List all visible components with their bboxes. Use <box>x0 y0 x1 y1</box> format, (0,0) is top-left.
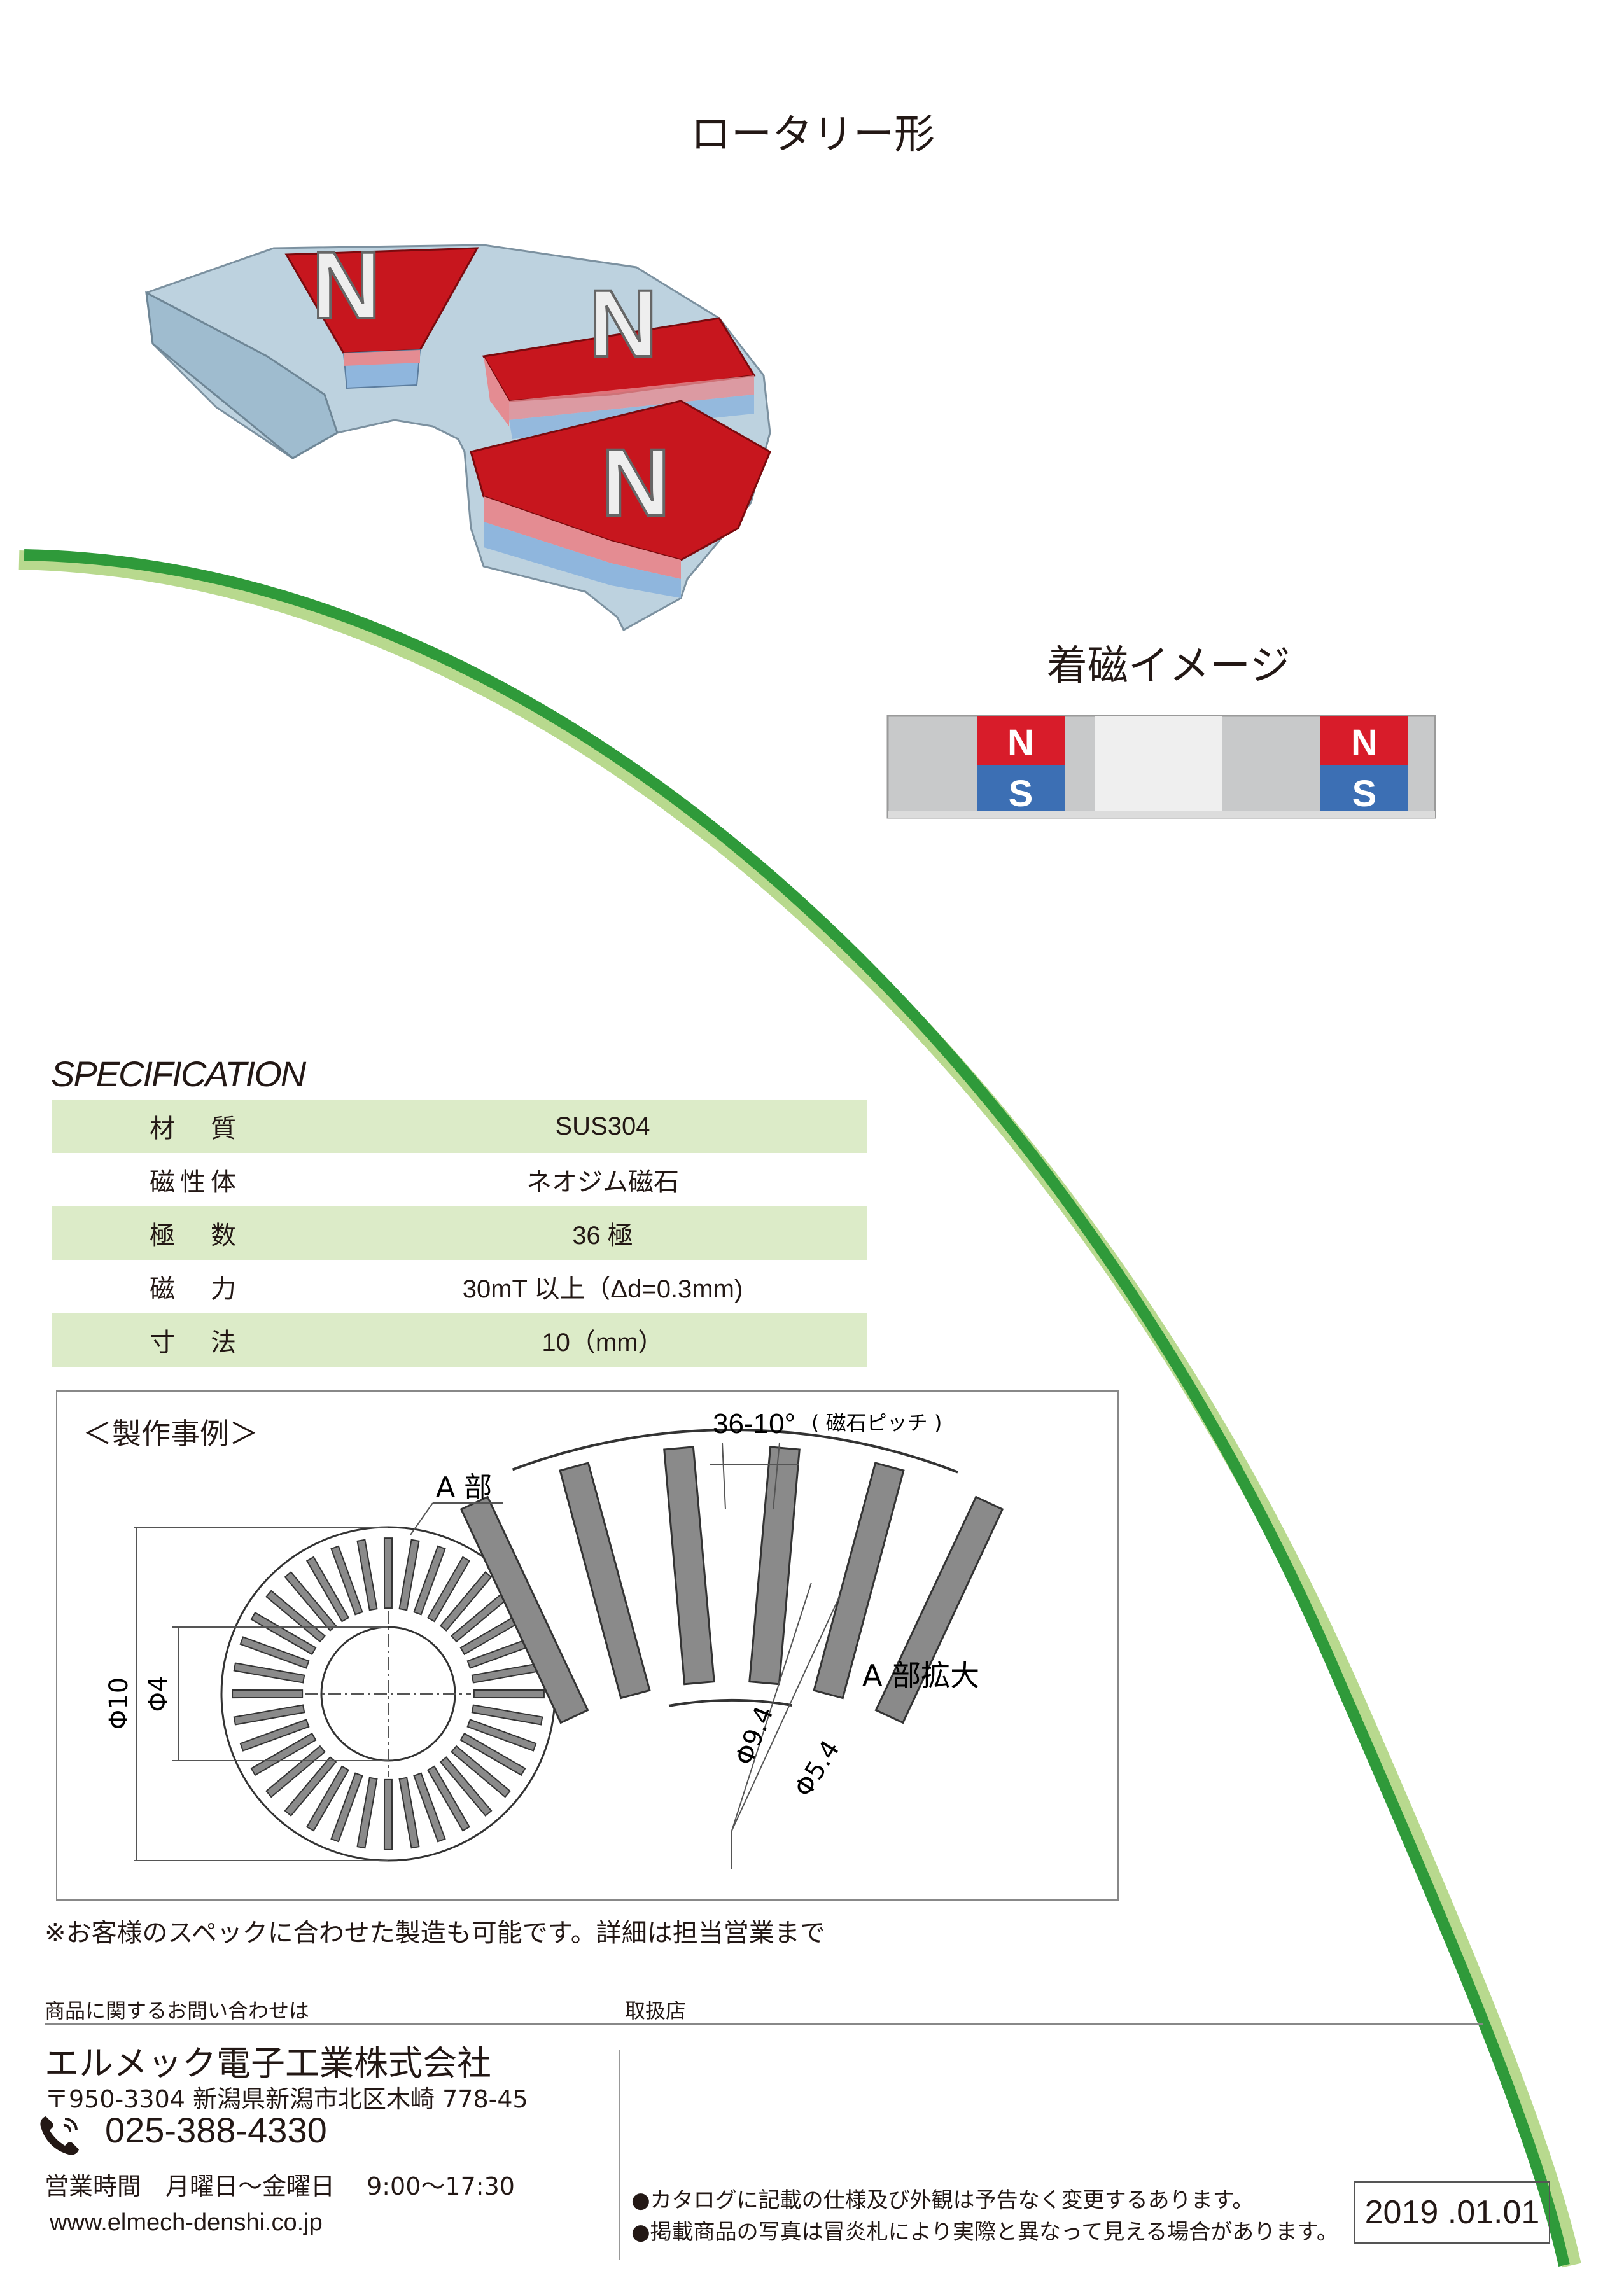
spec-value: 36 極 <box>572 1222 633 1250</box>
outer-dia-label: Φ10 <box>104 1677 134 1729</box>
part-a-label: A 部 <box>436 1471 492 1504</box>
ring-slot <box>413 1772 446 1843</box>
enlarged-slot <box>813 1462 905 1700</box>
ring-slot <box>265 1590 326 1643</box>
north-label-1: N <box>1007 722 1034 764</box>
ring-slot <box>439 1756 493 1817</box>
ring-slot <box>239 1719 310 1752</box>
ring-slot <box>305 1556 350 1623</box>
ring-slot <box>398 1539 420 1611</box>
ring-slot <box>356 1539 378 1611</box>
ring-slot <box>466 1719 537 1752</box>
ring-slot <box>356 1777 378 1849</box>
spec-row: 磁 力 30mT 以上（Δd=0.3mm) <box>52 1260 867 1313</box>
ring-slot <box>250 1611 317 1656</box>
ring-slot <box>232 1689 304 1699</box>
spec-key: 磁 力 <box>150 1275 241 1304</box>
ring-slot <box>426 1556 471 1623</box>
website-url: www.elmech-denshi.co.jp <box>50 2209 323 2236</box>
phone-icon <box>40 2116 79 2155</box>
pitch-label: 36-10° <box>713 1408 795 1439</box>
spec-value: 30mT 以上（Δd=0.3mm) <box>462 1275 743 1303</box>
pole-label-3: N <box>601 429 670 536</box>
disclaimer: ●掲載商品の写真は冒炎札により実際と異なって見える場合があります。 <box>631 2219 1338 2245</box>
spec-row: 磁性体 ネオジム磁石 <box>52 1153 867 1206</box>
spec-row: 極 数 36 極 <box>52 1206 867 1260</box>
spec-key: 材 質 <box>150 1114 241 1143</box>
spec-heading: SPECIFICATION <box>51 1054 306 1094</box>
dia-b-label: Φ5.4 <box>788 1735 845 1802</box>
spec-key: 極 数 <box>150 1221 241 1250</box>
spec-key: 磁性体 <box>150 1168 241 1197</box>
ring-slot <box>330 1545 363 1616</box>
enlarged-slot <box>874 1495 1004 1724</box>
spec-value: SUS304 <box>555 1112 650 1140</box>
phone-number: 025-388-4330 <box>105 2110 327 2150</box>
ring-slot <box>239 1636 310 1669</box>
contact-heading: 商品に関するお問い合わせは <box>45 1999 310 2023</box>
dia-a-label: Φ9.4 <box>730 1702 780 1769</box>
ring-slot <box>383 1778 393 1850</box>
ring-slot <box>330 1772 363 1843</box>
inner-dia-label: Φ4 <box>144 1676 173 1712</box>
south-label-1: S <box>1009 773 1033 814</box>
business-hours: 営業時間 月曜日～金曜日 9:00～17:30 <box>45 2172 515 2200</box>
enlarged-slot <box>559 1462 651 1700</box>
ring-slot <box>451 1745 511 1798</box>
spec-key: 寸 法 <box>150 1328 241 1357</box>
spec-value: 10（mm） <box>542 1329 664 1357</box>
enlarged-label: A 部拡大 <box>862 1658 979 1693</box>
ring-slot <box>305 1765 350 1832</box>
company-name: エルメック電子工業株式会社 <box>45 2043 491 2083</box>
technical-drawing: Φ10 Φ4 A 部 36-10° ( 磁石ピッチ ) A 部拡大 Φ9.4 Φ… <box>104 1408 1004 1869</box>
ring-slot <box>233 1704 305 1726</box>
pole-label-2: N <box>589 270 657 377</box>
spec-row: 材 質 SUS304 <box>52 1100 867 1153</box>
ring-slot <box>439 1571 493 1632</box>
enlarged-slot <box>748 1446 801 1686</box>
pole-label-1: N <box>312 232 381 339</box>
spec-value: ネオジム磁石 <box>526 1168 679 1196</box>
north-label-2: N <box>1351 722 1378 764</box>
dealer-heading: 取扱店 <box>625 1999 687 2023</box>
enlarged-slot <box>459 1495 589 1724</box>
ring-slot <box>265 1745 326 1798</box>
spec-table: 材 質 SUS304 磁性体 ネオジム磁石 極 数 36 極 磁 力 30mT … <box>52 1100 867 1367</box>
rotary-magnet-illustration: N N N <box>145 230 771 632</box>
page-title: ロータリー形 <box>690 111 935 158</box>
company-address: 〒950-3304 新潟県新潟市北区木崎 778-45 <box>45 2085 528 2113</box>
custom-order-note: ※お客様のスペックに合わせた製造も可能です。詳細は担当営業まで <box>45 1918 825 1948</box>
ring-slot <box>250 1732 317 1777</box>
ring-slot <box>473 1689 545 1699</box>
ring-slot <box>398 1777 420 1849</box>
ring-slot <box>459 1732 526 1777</box>
pitch-note: ( 磁石ピッチ ) <box>811 1411 942 1435</box>
ring-slot <box>383 1537 393 1609</box>
disclaimer: ●カタログに記載の仕様及び外観は予告なく変更するあります。 <box>631 2188 1254 2213</box>
ring-slot <box>413 1545 446 1616</box>
ring-slot <box>284 1756 337 1817</box>
issue-date: 2019 .01.01 <box>1354 2181 1550 2244</box>
footer-divider <box>45 2023 1483 2025</box>
south-label-2: S <box>1352 773 1377 814</box>
enlarged-slot <box>663 1446 715 1686</box>
ring-slot <box>233 1662 305 1684</box>
ring-slot <box>471 1704 543 1726</box>
example-title: ＜製作事例＞ <box>83 1416 258 1451</box>
magnet-image-title: 着磁イメージ <box>1047 643 1291 690</box>
example-drawing-panel: ＜製作事例＞ Φ10 Φ4 A 部 36-10° ( 磁石ピッチ ) A 部拡大… <box>56 1390 1119 1901</box>
footer-vertical-divider <box>619 2050 620 2260</box>
spec-row: 寸 法 10（mm） <box>52 1313 867 1367</box>
ring-slot <box>426 1765 471 1832</box>
enlarged-sector-drawing <box>459 1429 1004 1724</box>
magnetization-diagram: N S N S <box>886 715 1436 819</box>
